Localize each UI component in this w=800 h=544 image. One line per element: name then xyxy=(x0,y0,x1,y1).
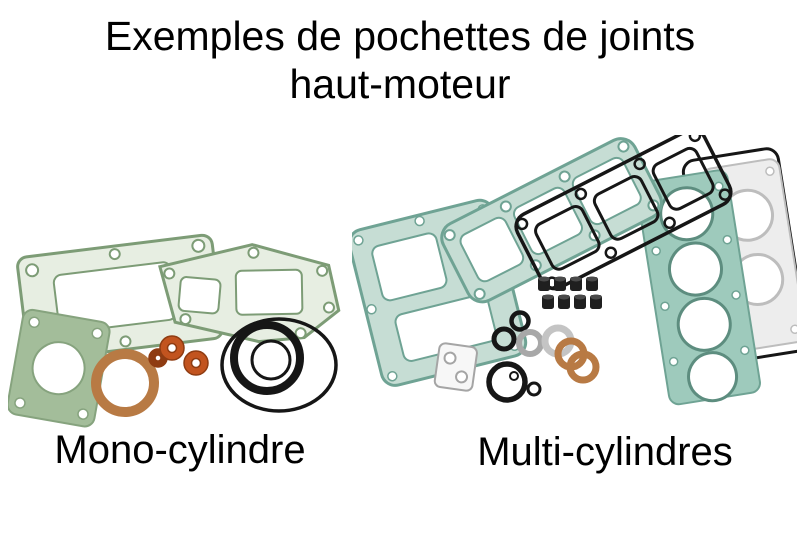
black-o-rings xyxy=(220,317,338,413)
page-title-line1: Exemples de pochettes de joints xyxy=(104,13,696,59)
black-seal-ring xyxy=(486,361,542,403)
mono-cylinder-gasket-image xyxy=(8,232,348,432)
mono-cylinder-gasket-svg xyxy=(8,233,341,428)
valve-stem-seals xyxy=(538,276,602,309)
multi-cylinder-gasket-svg xyxy=(352,135,797,406)
multi-cylinder-gasket-image xyxy=(352,135,797,430)
small-white-gasket xyxy=(433,342,478,392)
caption-mono-cylindre: Mono-cylindre xyxy=(54,428,306,472)
page-title: Exemples de pochettes de joints haut-mot… xyxy=(0,12,800,108)
valve-cover-gasket-black xyxy=(514,135,733,291)
copper-ring xyxy=(91,349,159,417)
page-title-line2: haut-moteur xyxy=(289,61,511,107)
copper-washers xyxy=(541,324,600,384)
solid-green-gasket xyxy=(8,308,111,428)
caption-multi-cylindres: Multi-cylindres xyxy=(477,430,733,474)
valve-cover-gasket-teal xyxy=(440,137,663,304)
black-o-rings-small xyxy=(491,310,544,357)
rocker-cover-gasket-outline xyxy=(158,243,341,344)
orange-grommets xyxy=(148,335,209,376)
